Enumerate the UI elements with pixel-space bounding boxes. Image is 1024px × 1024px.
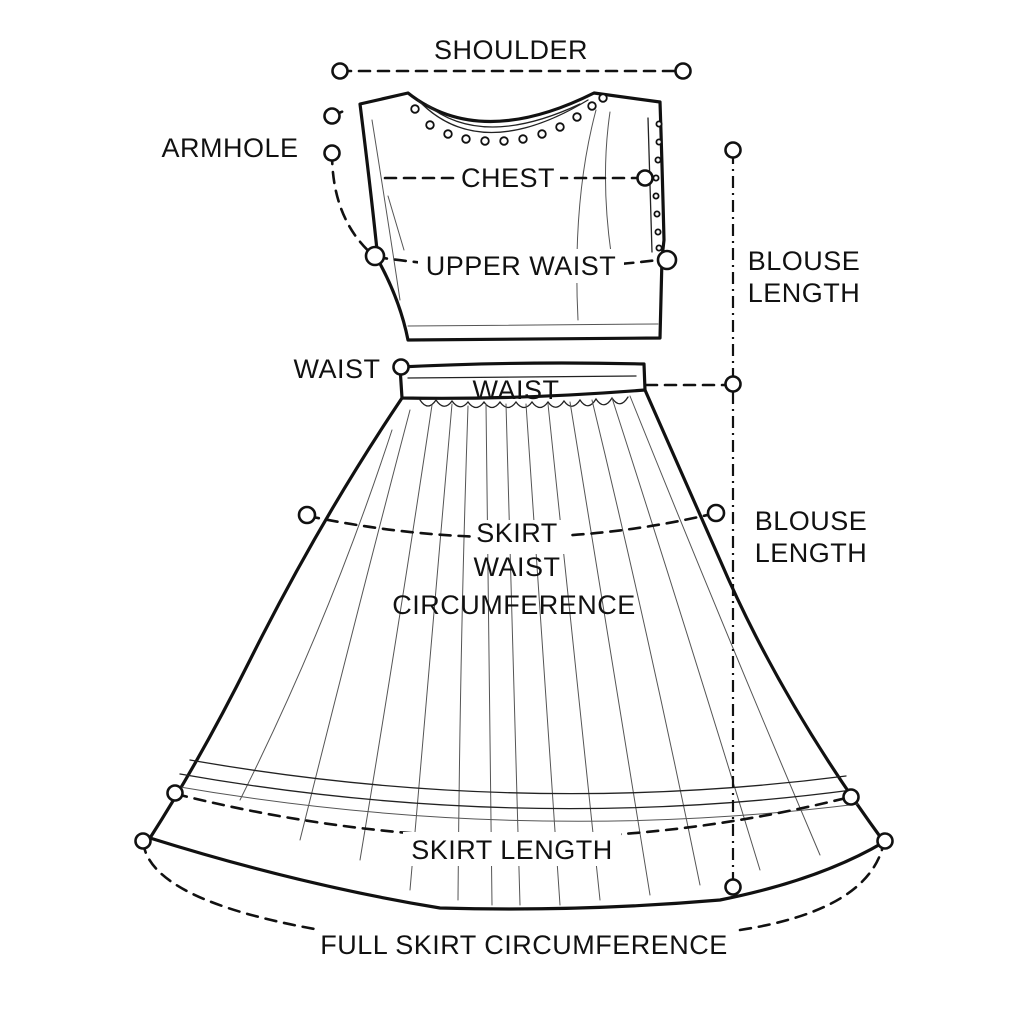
hem-right-point: [876, 832, 894, 850]
neckline-beads: [410, 93, 608, 146]
waist-right-point: [724, 375, 742, 393]
blouse-length-top-point: [724, 141, 742, 159]
skirt-waist-circumference-label-line-3: CIRCUMFERENCE: [392, 590, 636, 620]
skirt-waist-circumference-label-line-2: WAIST: [474, 552, 561, 582]
measurement-points: [134, 62, 894, 896]
blouse-length-label-1-line-2: LENGTH: [748, 278, 861, 308]
shoulder-left-point: [331, 62, 349, 80]
side-buttons: [652, 120, 663, 252]
skirt-illustration: [148, 388, 886, 911]
shoulder-right-point: [674, 62, 692, 80]
skirt-waist-circumference-label-line-1: SKIRT: [476, 518, 558, 548]
blouse-length-bottom-point: [724, 878, 742, 896]
armhole-line: [330, 151, 376, 258]
skirt-length-label: SKIRT LENGTH: [411, 835, 613, 865]
measurement-lines: [141, 69, 886, 932]
waist-band-label: WAIST: [473, 375, 560, 405]
blouse-length-label-1-line-1: BLOUSE: [748, 246, 861, 276]
hem-left-point: [134, 832, 152, 850]
upper-waist-right-point: [656, 249, 678, 271]
skirt-waist-left-point: [297, 505, 317, 525]
waist-left-point: [392, 358, 410, 376]
armhole-bottom-point: [323, 144, 341, 162]
labels: SHOULDER ARMHOLE CHEST UPPER WAIST BLOUS…: [161, 35, 868, 960]
blouse-length-label-2-line-2: LENGTH: [755, 538, 868, 568]
armhole-label: ARMHOLE: [161, 133, 298, 163]
full-skirt-circumference-line: [141, 840, 322, 932]
upper-waist-label: UPPER WAIST: [426, 251, 617, 281]
full-skirt-circumference-label: FULL SKIRT CIRCUMFERENCE: [320, 930, 728, 960]
skirt-length-left-point: [166, 784, 184, 802]
upper-waist-left-point: [364, 245, 386, 267]
blouse-illustration: [358, 91, 666, 342]
skirt-waist-right-point: [706, 503, 726, 523]
waist-left-label: WAIST: [294, 354, 381, 384]
blouse-length-label-2-line-1: BLOUSE: [755, 506, 868, 536]
shoulder-label: SHOULDER: [434, 35, 588, 65]
chest-point: [636, 169, 654, 187]
skirt-length-right-point: [842, 788, 860, 806]
chest-label: CHEST: [461, 163, 555, 193]
armhole-top-point: [323, 107, 341, 125]
